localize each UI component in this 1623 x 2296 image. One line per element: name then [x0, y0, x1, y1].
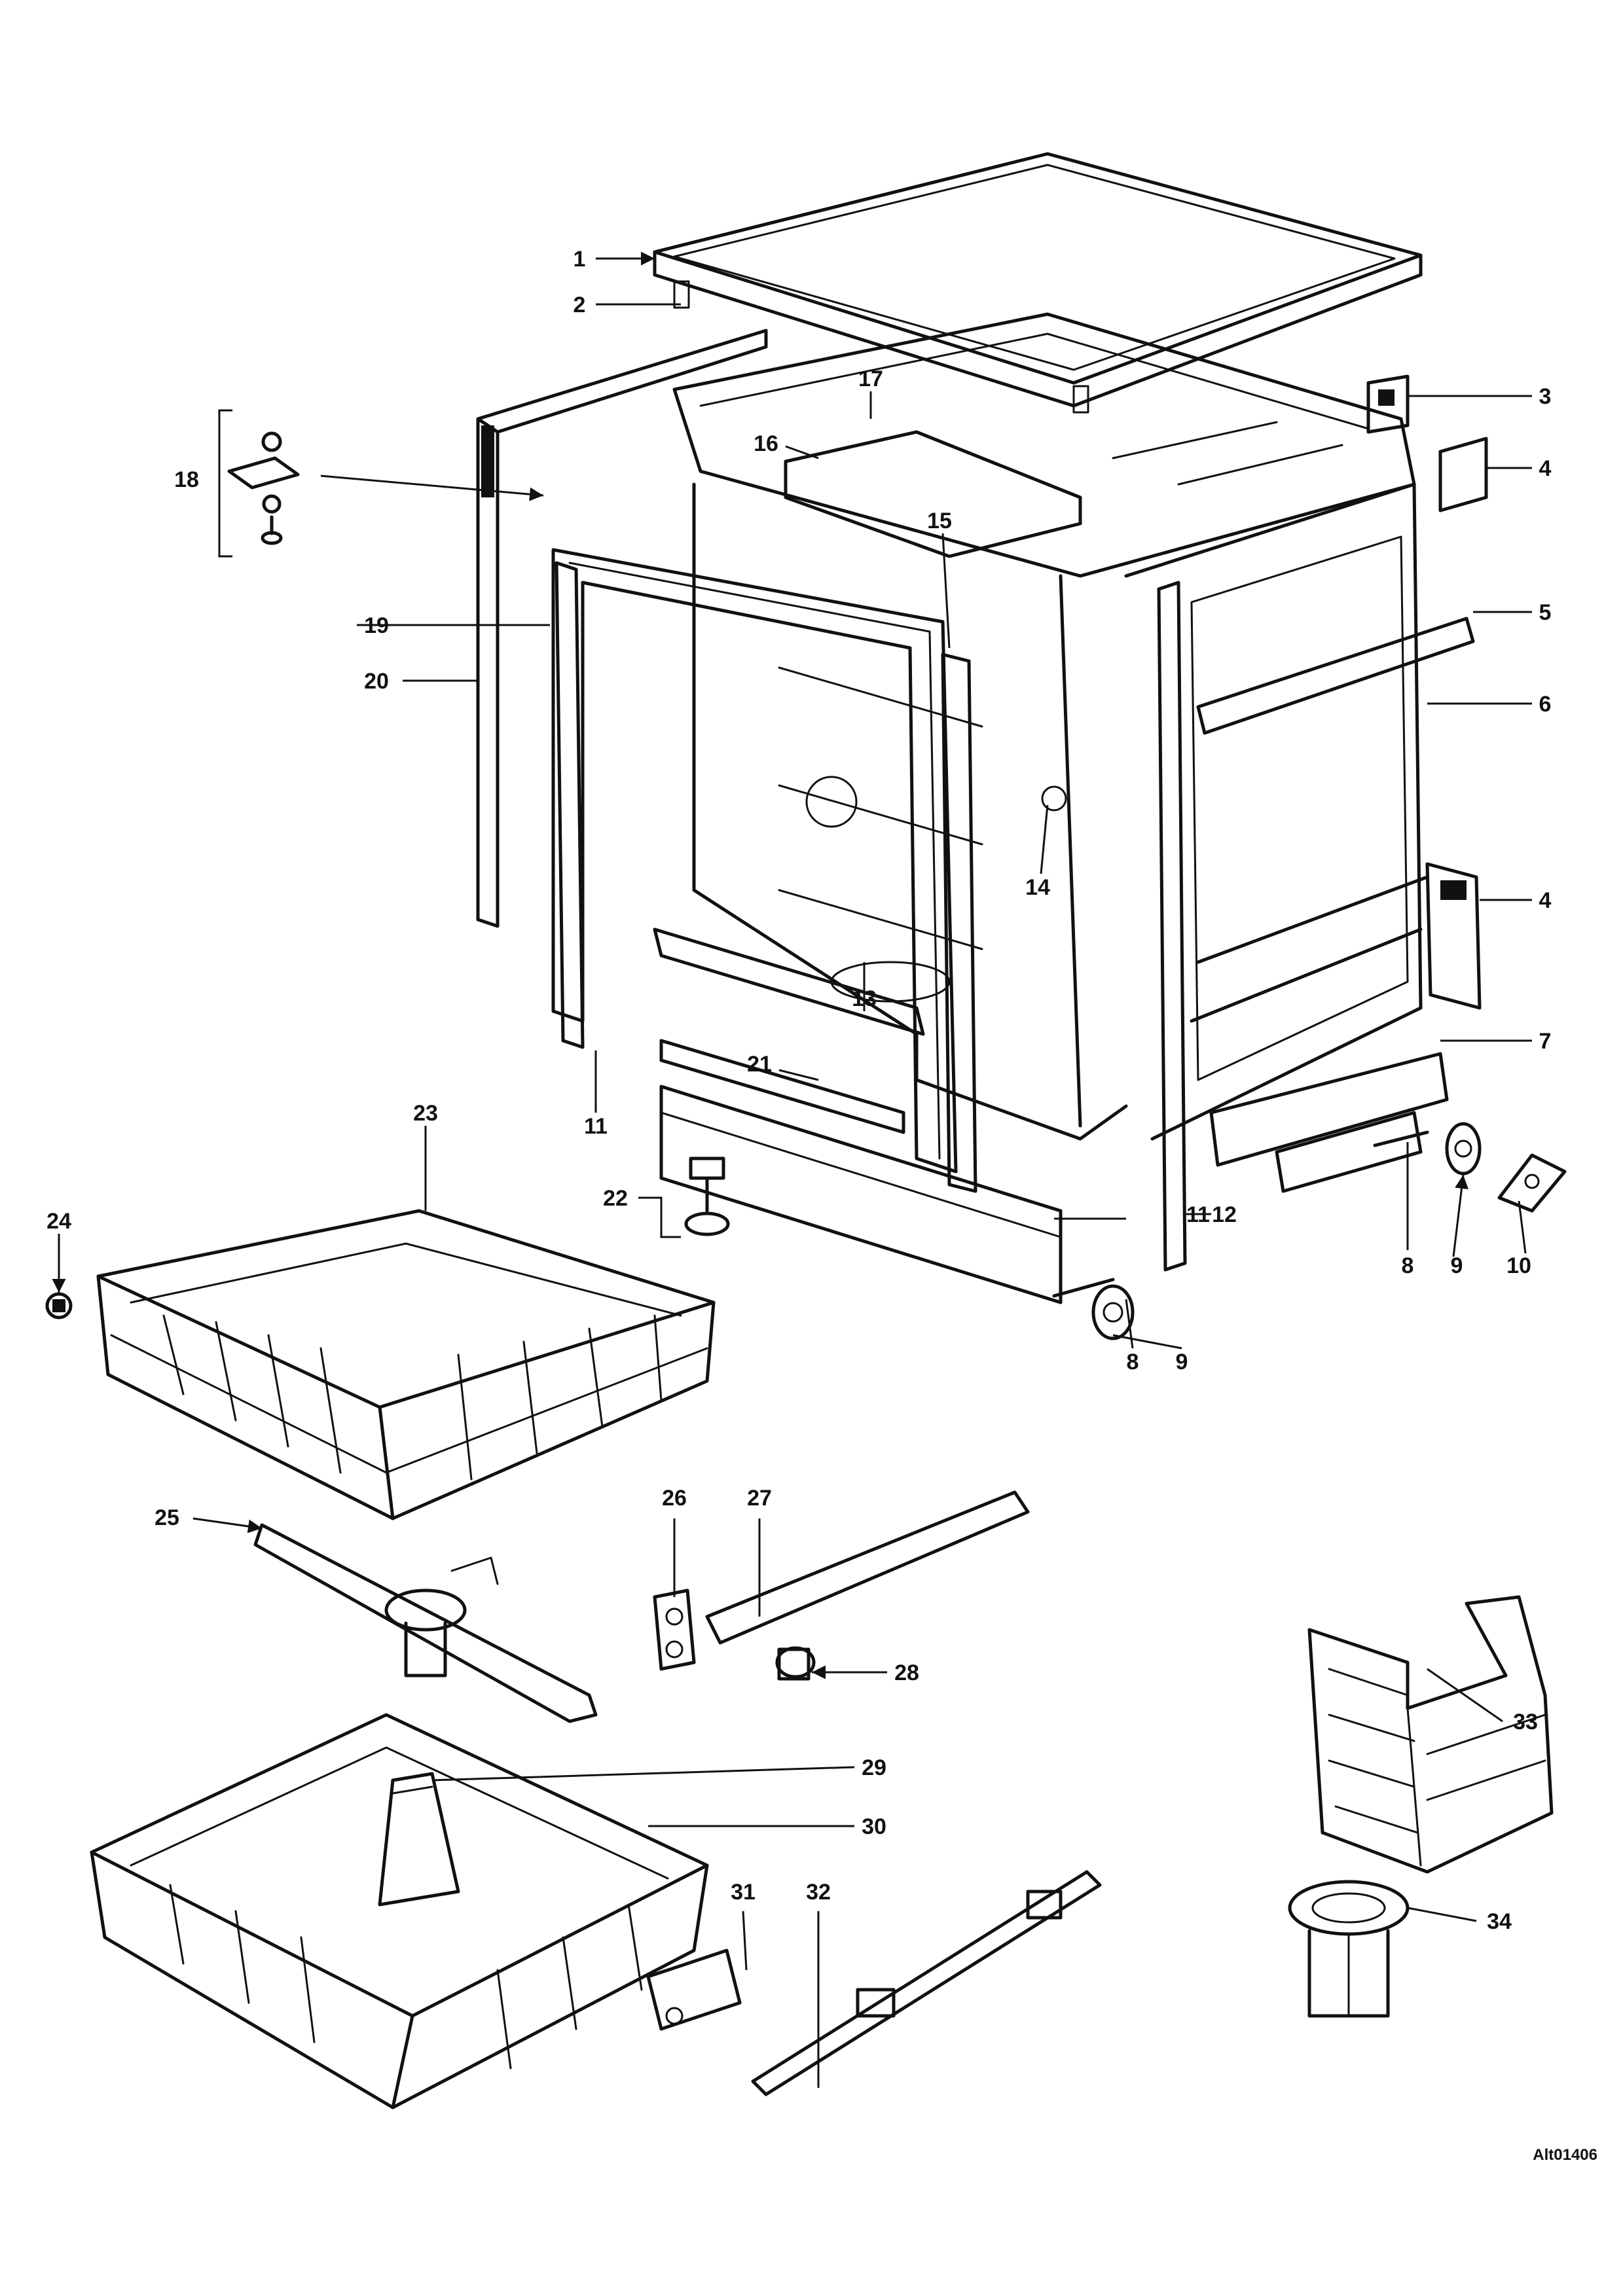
callout-label: 13	[852, 986, 877, 1011]
callout-label: 21	[747, 1052, 772, 1077]
gasket-strip-part	[941, 653, 977, 1193]
callout-label: 3	[1539, 384, 1552, 409]
top-frame-part	[672, 312, 1416, 578]
callout-label: 34	[1487, 1909, 1512, 1934]
callout-label: 28	[894, 1660, 919, 1685]
wheel-bracket-part	[1497, 1153, 1567, 1213]
axle-part	[1052, 1130, 1429, 1298]
callout-label: 14	[1025, 875, 1050, 900]
callout-label: 8	[1402, 1253, 1414, 1278]
callout-label: 15	[927, 509, 952, 533]
callout-label: 7	[1539, 1029, 1552, 1054]
lower-basket-part	[90, 1713, 709, 2109]
side-panel-part	[476, 329, 768, 928]
basket-runner-part	[646, 1948, 742, 2031]
right-panel-part	[1190, 875, 1429, 1023]
screw-set-part	[227, 431, 300, 545]
basket-clip-part	[45, 1292, 73, 1319]
callout-label: 11	[1186, 1202, 1210, 1227]
side-bracket-part	[1425, 437, 1488, 1010]
callout-label: 5	[1539, 600, 1552, 625]
lower-rail-part	[751, 1870, 1102, 2096]
adjustable-foot-part	[684, 1157, 730, 1236]
callout-label: 6	[1539, 692, 1552, 717]
base-rail-part	[653, 927, 1063, 1304]
callout-label: 29	[862, 1755, 886, 1780]
basket-rail-part	[705, 1490, 1030, 1645]
center-column-part	[378, 1772, 460, 1907]
callout-label: 25	[155, 1505, 179, 1530]
callout-labels: 1 2 3 4 5 6 4 7 8 9 10 11 12 13 14 15 16…	[46, 247, 1551, 1934]
reference-code: Alt01406	[1533, 2146, 1597, 2164]
callout-label: 24	[46, 1209, 71, 1234]
callout-label: 20	[364, 669, 389, 694]
spray-arm-part	[253, 1523, 598, 1723]
callout-label: 9	[1176, 1350, 1188, 1374]
callout-label: 4	[1539, 456, 1552, 481]
callout-label: 17	[858, 367, 883, 391]
callout-label: 23	[413, 1101, 438, 1126]
door-seal-part	[551, 548, 958, 1174]
leader-lines	[52, 251, 1532, 2088]
wheel-part	[1091, 1122, 1482, 1340]
worktop-part	[653, 152, 1423, 408]
callout-label: 12	[1212, 1202, 1237, 1227]
side-trim-part	[555, 561, 1187, 1272]
inner-channel-part	[784, 430, 1082, 558]
callout-label: 32	[806, 1880, 831, 1905]
callout-label: 10	[1506, 1253, 1531, 1278]
callout-label: 9	[1451, 1253, 1463, 1278]
worktop-clip-part	[673, 280, 1089, 414]
callout-label: 30	[862, 1814, 886, 1839]
callout-label: 16	[754, 431, 778, 456]
callout-label: 18	[174, 467, 199, 492]
top-bracket-part	[1366, 374, 1410, 434]
callout-label: 8	[1127, 1350, 1139, 1374]
callout-label: 2	[574, 293, 586, 317]
cutlery-basket-part	[1307, 1595, 1554, 1874]
callout-label: 4	[1539, 888, 1552, 913]
callout-label: 33	[1513, 1710, 1538, 1734]
callout-label: 22	[603, 1186, 628, 1211]
callout-label: 19	[364, 613, 389, 638]
upper-rail-part	[1196, 617, 1475, 735]
rail-clip-part	[653, 1588, 696, 1671]
rear-base-part	[1209, 1052, 1449, 1193]
callout-label: 11	[584, 1114, 608, 1139]
callout-label: 26	[662, 1486, 687, 1511]
callout-label: 31	[731, 1880, 756, 1905]
rail-roller-part	[775, 1646, 816, 1681]
callout-label: 1	[574, 247, 586, 272]
upper-basket-part	[96, 1209, 716, 1520]
tub-body-part	[692, 482, 1423, 1141]
callout-label: 27	[747, 1486, 772, 1511]
filter-part	[1288, 1880, 1410, 2018]
